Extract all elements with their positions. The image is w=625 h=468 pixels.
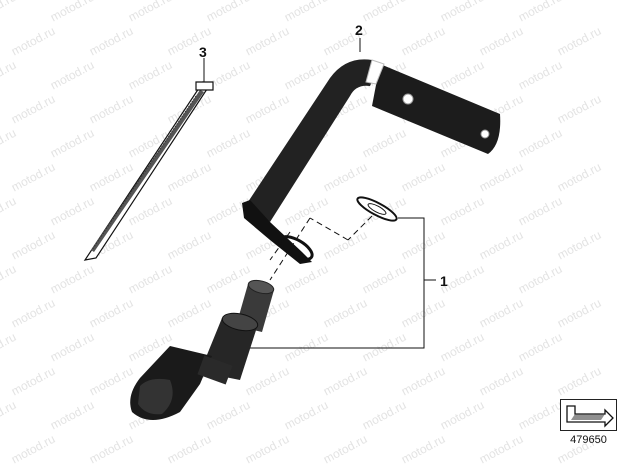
callout-2: 2 — [355, 22, 363, 38]
washer-part — [356, 196, 398, 222]
callout-1-bracket — [248, 217, 436, 349]
cable-tie-part — [83, 58, 214, 261]
diagram-reference-number: 479650 — [570, 434, 607, 446]
assembly-lines — [269, 215, 373, 281]
bracket-part — [242, 38, 501, 264]
reference-box — [560, 399, 617, 431]
callout-3: 3 — [199, 44, 207, 60]
mounting-pin-part — [130, 279, 275, 420]
callout-1: 1 — [440, 273, 448, 289]
arrow-icon — [566, 405, 614, 428]
